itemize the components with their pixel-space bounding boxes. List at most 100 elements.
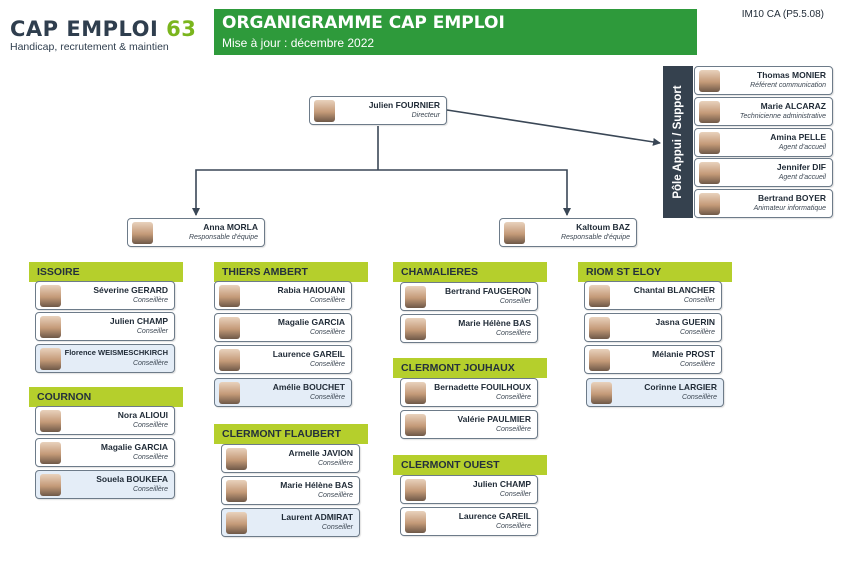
member-card: Séverine GERARD Conseillère <box>35 281 175 310</box>
team-lead-card: Anna MORLA Responsable d'équipe <box>127 218 265 247</box>
member-card: Marie Hélène BAS Conseillère <box>400 314 538 343</box>
person-photo <box>219 382 240 404</box>
person-name: Marie Hélène BAS <box>458 318 531 328</box>
person-name: Rabia HAIOUANI <box>277 285 345 295</box>
cap-emploi-logo: CAP EMPLOI 63 Handicap, recrutement & ma… <box>10 18 210 53</box>
person-role: Conseillère <box>495 394 531 401</box>
pole-member-card: Marie ALCARAZ Technicienne administrativ… <box>694 97 833 126</box>
person-photo <box>699 193 720 215</box>
person-name: Amélie BOUCHET <box>272 382 345 392</box>
person-role: Animateur informatique <box>753 205 826 212</box>
person-role: Conseillère <box>309 297 345 304</box>
member-card: Laurent ADMIRAT Conseiller <box>221 508 360 537</box>
group-header-cournon: COURNON <box>29 387 183 407</box>
group-header-thiers-ambert: THIERS AMBERT <box>214 262 368 282</box>
person-photo <box>219 317 240 339</box>
person-photo <box>405 414 426 436</box>
person-name: Jennifer DIF <box>776 162 826 172</box>
person-photo <box>40 316 61 338</box>
team-lead-card: Kaltoum BAZ Responsable d'équipe <box>499 218 637 247</box>
pole-support-title: Pôle Appui / Support <box>672 85 684 199</box>
person-photo <box>699 70 720 92</box>
person-role: Conseillère <box>132 297 168 304</box>
person-name: Jasna GUERIN <box>655 317 715 327</box>
person-role: Conseillère <box>132 422 168 429</box>
person-role: Conseillère <box>317 492 353 499</box>
logo-tagline: Handicap, recrutement & maintien <box>10 41 169 53</box>
person-role: Agent d'accueil <box>778 174 826 181</box>
member-card: Julien CHAMP Conseiller <box>400 475 538 504</box>
person-role: Conseillère <box>681 394 717 401</box>
person-name: Armelle JAVION <box>288 448 353 458</box>
person-photo <box>226 448 247 470</box>
person-photo <box>589 285 610 307</box>
person-role: Conseillère <box>309 394 345 401</box>
director-role: Directeur <box>411 112 440 119</box>
person-name: Bertrand BOYER <box>757 193 826 203</box>
person-photo <box>226 512 247 534</box>
person-role: Conseiller <box>321 524 353 531</box>
member-card: Bernadette FOUILHOUX Conseillère <box>400 378 538 407</box>
person-photo <box>40 348 61 370</box>
member-card: Julien CHAMP Conseiller <box>35 312 175 341</box>
group-header-clermont-ouest: CLERMONT OUEST <box>393 455 547 475</box>
member-card: Marie Hélène BAS Conseillère <box>221 476 360 505</box>
person-photo <box>405 318 426 340</box>
person-photo <box>219 285 240 307</box>
member-card: Magalie GARCIA Conseillère <box>214 313 352 342</box>
member-card: Jasna GUERIN Conseillère <box>584 313 722 342</box>
person-name: Florence WEISMESCHKIRCH <box>64 348 168 357</box>
member-card: Souela BOUKEFA Conseillère <box>35 470 175 499</box>
person-photo <box>589 349 610 371</box>
pole-member-card: Thomas MONIER Référent communication <box>694 66 833 95</box>
logo-number: 63 <box>166 17 197 41</box>
group-header-clermont-jouhaux: CLERMONT JOUHAUX <box>393 358 547 378</box>
person-name: Thomas MONIER <box>757 70 826 80</box>
person-name: Marie ALCARAZ <box>760 101 826 111</box>
person-photo <box>226 480 247 502</box>
person-role: Conseiller <box>499 491 531 498</box>
person-photo <box>40 285 61 307</box>
member-card: Corinne LARGIER Conseillère <box>586 378 724 407</box>
person-role: Responsable d'équipe <box>560 234 630 241</box>
person-name: Souela BOUKEFA <box>96 474 168 484</box>
person-photo <box>591 382 612 404</box>
person-role: Conseiller <box>499 298 531 305</box>
group-header-clermont-flaubert: CLERMONT FLAUBERT <box>214 424 368 444</box>
connector-to-anna-morla <box>192 169 378 216</box>
connector-to-kaltoum-baz <box>378 169 571 216</box>
member-card: Amélie BOUCHET Conseillère <box>214 378 352 407</box>
person-role: Agent d'accueil <box>778 144 826 151</box>
director-name: Julien FOURNIER <box>368 100 440 110</box>
person-name: Amina PELLE <box>770 132 826 142</box>
page-subtitle: Mise à jour : décembre 2022 <box>222 36 375 50</box>
person-name: Bernadette FOUILHOUX <box>434 382 531 392</box>
person-role: Référent communication <box>750 82 826 89</box>
member-card: Rabia HAIOUANI Conseillère <box>214 281 352 310</box>
director-photo <box>314 100 335 122</box>
person-name: Julien CHAMP <box>472 479 531 489</box>
person-role: Conseillère <box>679 361 715 368</box>
person-photo <box>40 410 61 432</box>
person-photo <box>699 162 720 184</box>
title-banner: ORGANIGRAMME CAP EMPLOI Mise à jour : dé… <box>214 9 697 55</box>
pole-member-card: Jennifer DIF Agent d'accueil <box>694 158 833 187</box>
pole-support-label: Pôle Appui / Support <box>663 66 693 218</box>
person-role: Conseillère <box>309 329 345 336</box>
connector-to-pole-support <box>446 109 661 146</box>
person-photo <box>40 442 61 464</box>
person-role: Conseillère <box>495 426 531 433</box>
person-name: Anna MORLA <box>203 222 258 232</box>
logo-brand: CAP EMPLOI <box>10 17 159 41</box>
member-card: Bertrand FAUGERON Conseiller <box>400 282 538 311</box>
person-name: Corinne LARGIER <box>644 382 717 392</box>
member-card: Valérie PAULMIER Conseillère <box>400 410 538 439</box>
person-role: Conseiller <box>683 297 715 304</box>
person-name: Marie Hélène BAS <box>280 480 353 490</box>
person-photo <box>132 222 153 244</box>
person-name: Séverine GERARD <box>93 285 168 295</box>
person-name: Julien CHAMP <box>109 316 168 326</box>
person-role: Conseillère <box>495 330 531 337</box>
person-photo <box>589 317 610 339</box>
person-photo <box>40 474 61 496</box>
